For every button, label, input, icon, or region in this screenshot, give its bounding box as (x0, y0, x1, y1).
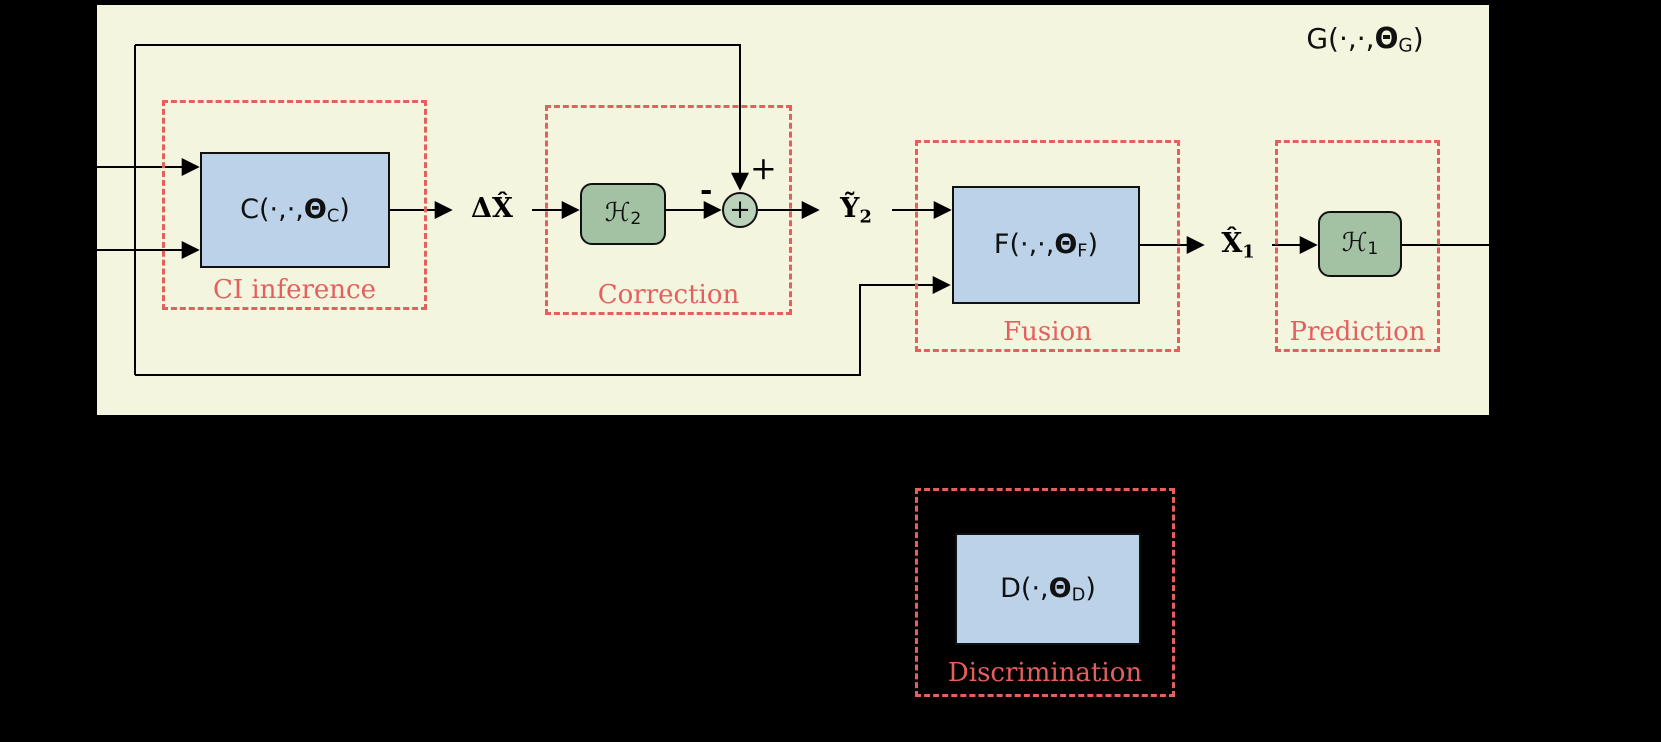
block-d-label: D(·,ΘD) (1000, 572, 1096, 606)
region-fusion-title: Fusion (1003, 317, 1092, 347)
block-h1-prediction-model: ℋ1 (1318, 211, 1402, 277)
sum-plus-sign: + (750, 149, 777, 187)
region-discrimination: Discrimination (915, 488, 1175, 697)
block-c-label: C(·,·,ΘC) (240, 193, 350, 227)
block-f-fusion: F(·,·,ΘF) (952, 186, 1140, 304)
region-correction-title: Correction (597, 280, 740, 310)
block-d-discriminator: D(·,ΘD) (955, 533, 1141, 645)
region-ci-inference-title: CI inference (212, 275, 376, 305)
signal-delta-x-hat: ΔX̂ (471, 193, 513, 224)
block-h2-observation-model: ℋ2 (580, 183, 666, 245)
sum-minus-sign: - (700, 173, 713, 208)
block-c-inference: C(·,·,ΘC) (200, 152, 390, 268)
block-h1-label: ℋ1 (1341, 228, 1379, 260)
region-prediction: Prediction (1275, 140, 1440, 352)
signal-y-tilde-2: Ỹ2 (840, 193, 872, 228)
sum-junction-symbol: + (729, 195, 751, 225)
region-ci-inference: CI inference (162, 100, 427, 310)
region-correction: Correction (545, 105, 792, 315)
region-discrimination-title: Discrimination (947, 658, 1143, 688)
sum-junction: + (722, 192, 758, 228)
generator-label: G(·,·,ΘG) (1306, 22, 1424, 57)
block-f-label: F(·,·,ΘF) (993, 228, 1099, 262)
signal-x-hat-1: X̂1 (1221, 228, 1255, 263)
block-h2-label: ℋ2 (604, 198, 642, 230)
region-prediction-title: Prediction (1289, 317, 1426, 347)
region-fusion: Fusion (915, 140, 1180, 352)
